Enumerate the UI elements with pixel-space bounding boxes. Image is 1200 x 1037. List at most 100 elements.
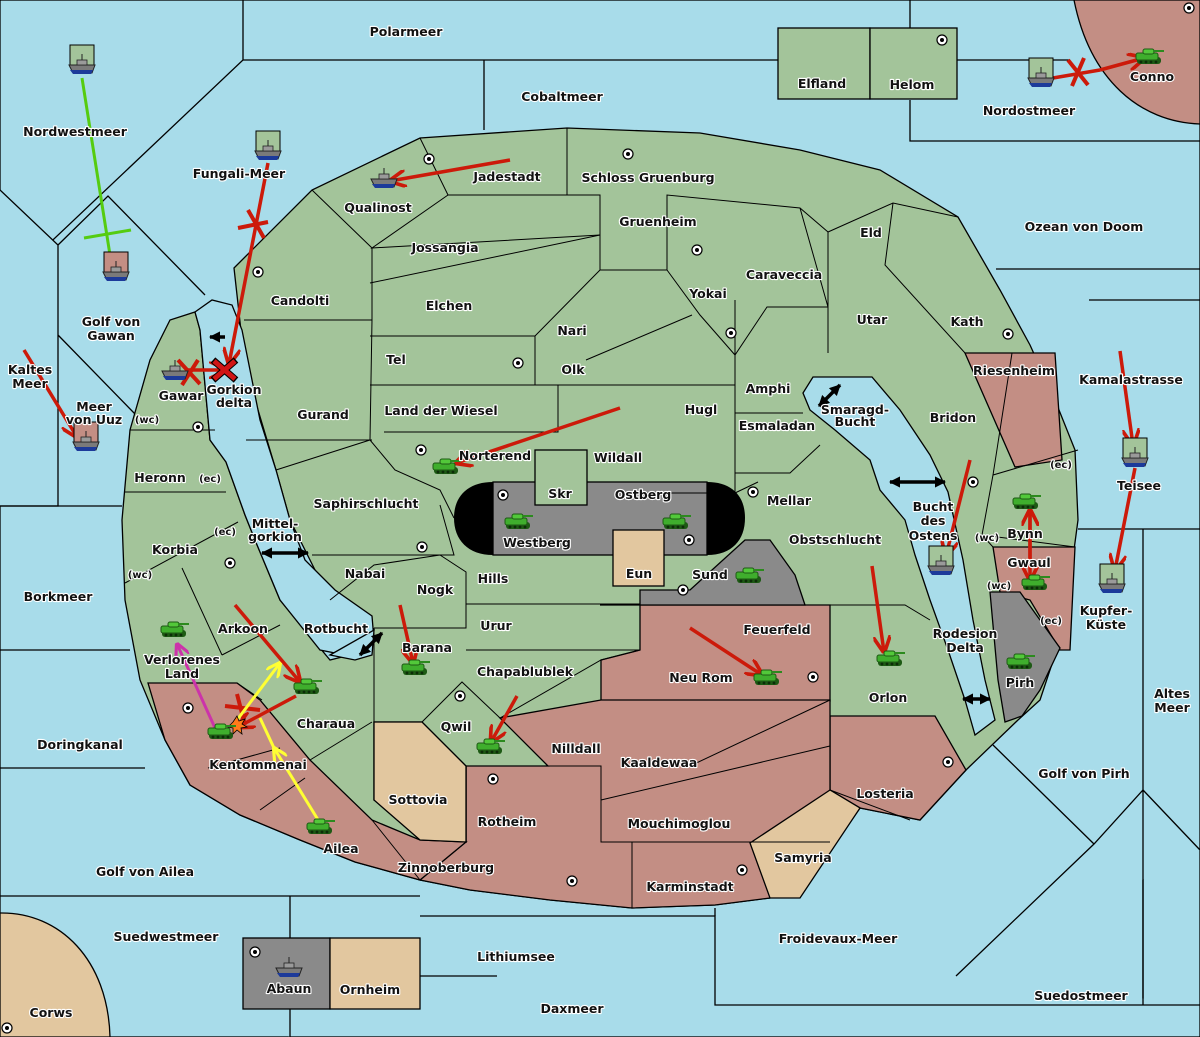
supply-center-icon [1,1022,13,1034]
order-move-obstschlucht-orlon [870,565,884,652]
province-label: Kath [951,314,984,329]
province-label: Mellar [767,493,812,508]
sea-label: Bucht [913,499,954,514]
province-label: Arkoon [218,621,268,636]
failed-order-x-gawar [176,358,202,387]
order-support-ailea-tail [258,717,276,749]
failed-order-x-nordostmeer [1066,57,1090,87]
province-label: Teisee [1117,478,1161,493]
province-sund[interactable] [600,539,806,606]
supply-center-icon [807,671,819,683]
province-label: Korbia [152,542,198,557]
province-label: Yokai [688,286,727,301]
province-label: Gurand [297,407,349,422]
province-label: Ornheim [340,982,400,997]
fleet-unit-icon[interactable]: Meer von Uuz fleet [72,421,100,452]
fleet-unit-icon[interactable]: Nordwestmeer fleet [68,44,96,75]
order-support-hold-line [80,77,112,256]
sea-border-borkmeer [0,505,145,769]
sea-label: Gorkion [206,382,261,397]
supply-center-icon [736,864,748,876]
sea-label: Ozean von Doom [1025,219,1144,234]
province-label: Jadestadt [472,169,540,184]
fleet-unit-icon[interactable]: Golf von Gawan fleet [102,251,130,282]
order-support-hold-crossbar [83,228,132,240]
province-ornheim[interactable] [329,937,421,1010]
sea-label: Kupfer- [1080,603,1133,618]
province-label: Sund [692,567,728,582]
sea-label: Delta [946,640,984,655]
supply-center-icon [967,476,979,488]
sea-label: Ostens [909,528,958,543]
province-skr[interactable] [534,449,588,506]
supply-center-icon [1002,328,1014,340]
sea-label: Polarmeer [370,24,444,39]
fleet-unit-icon[interactable]: Teisee fleet [1121,437,1149,468]
supply-center-icon [566,875,578,887]
coast-label: (ec) [1040,616,1062,627]
supply-center-icon [747,486,759,498]
supply-center-icon [423,153,435,165]
sea-label: Meer [1154,700,1190,715]
coast-label: (wc) [128,570,152,581]
province-label: Land der Wiesel [384,403,497,418]
supply-center-icon [497,489,509,501]
province-eun[interactable] [612,529,665,587]
sea-label: Meer [76,399,112,414]
province-label: Feuerfeld [743,622,810,637]
province-label: Pirh [1006,675,1035,690]
province-label: Orlon [869,690,908,705]
sea-label: Borkmeer [24,589,94,604]
province-label: Bynn [1007,526,1042,541]
province-label: Hugl [685,402,718,417]
province-corws[interactable] [0,912,111,1037]
fleet-unit-icon[interactable]: Bucht des Ostens fleet [927,545,955,576]
supply-center-icon [512,357,524,369]
sea-label: Nordostmeer [983,103,1076,118]
sea-label: Fungali-Meer [193,166,286,181]
province-label: Schloss Gruenburg [581,170,714,185]
sea-label: Kamalastrasse [1079,372,1183,387]
supply-center-icon [691,244,703,256]
fleet-unit-icon[interactable]: Nordostmeer fleet [1027,57,1055,88]
province-riesenheim[interactable] [964,352,1063,468]
coast-label: (wc) [135,415,159,426]
sea-bucht-des-ostens[interactable] [802,376,996,737]
sea-label: Golf von [82,314,141,329]
province-label: Sottovia [389,792,448,807]
province-label: Kaaldewaa [621,755,698,770]
impassable-west-cap [454,482,493,555]
sea-label: Doringkanal [37,737,123,752]
province-label: Jossangia [410,240,478,255]
fleet-unit-icon[interactable]: Fungali-Meer fleet [254,130,282,161]
province-label: Nilldall [551,741,600,756]
province-elfland[interactable] [777,27,871,100]
province-label: Bridon [930,410,976,425]
sea-mittelgorkion[interactable] [194,299,375,659]
province-label: Amphi [746,381,791,396]
province-label: Charaua [297,716,355,731]
sea-label: Bucht [835,414,876,429]
province-label: Karminstadt [646,879,733,894]
order-move-kaltes-meer-uuz [22,349,77,437]
province-label: Eld [860,225,882,240]
province-label: Skr [548,486,572,501]
order-move-chapablublek-qwil [491,695,519,742]
fleet-unit-icon[interactable]: Kupfer-Küste fleet [1098,563,1126,594]
sea-border-golf-von-gawan [0,189,206,507]
sea-label: Suedostmeer [1034,988,1128,1003]
province-label: Elfland [798,76,846,91]
sea-label: Mittel- [252,516,299,531]
sea-border-golf-von-pirh [714,744,1200,1005]
province-label: Norterend [459,448,531,463]
sea-label: Lithiumsee [477,949,555,964]
province-samyria[interactable] [749,789,861,899]
failed-order-x-fungali [237,209,269,239]
province-label: Saphirschlucht [314,496,419,511]
coast-label: (ec) [1050,460,1072,471]
province-borders [124,128,1079,908]
sea-label: Meer [12,376,48,391]
province-label: Abaun [267,981,312,996]
province-label: Westberg [503,535,571,550]
